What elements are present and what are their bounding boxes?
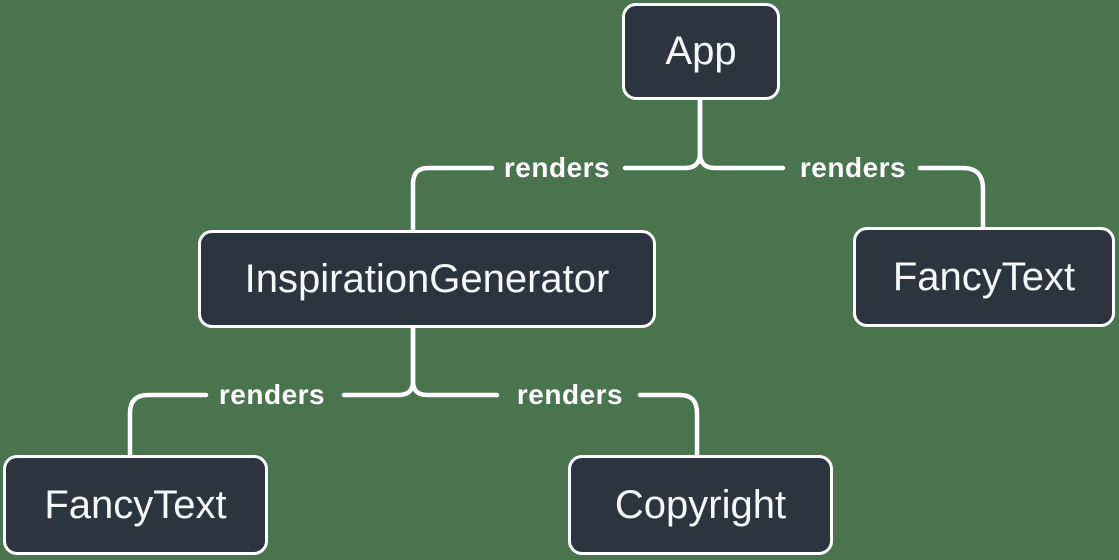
edge-label-app-fancy-text: renders <box>799 152 907 183</box>
node-inspiration-generator-label: InspirationGenerator <box>244 256 610 301</box>
edge-label-inspiration-generator-copyright: renders <box>516 379 624 410</box>
edge-inspiration-generator-to-fancy-text-left-segment <box>127 392 209 460</box>
node-copyright: Copyright <box>568 455 833 555</box>
node-app: App <box>622 3 780 100</box>
edge-label-inspiration-generator-fancy-text: renders <box>218 379 326 410</box>
edge-inspiration-generator-to-copyright-right-segment <box>637 392 700 460</box>
node-copyright-label: Copyright <box>614 482 787 527</box>
edge-app-to-inspiration-generator-left-segment <box>410 165 495 234</box>
node-inspiration-generator: InspirationGenerator <box>198 230 656 328</box>
node-fancy-text-top: FancyText <box>853 227 1115 327</box>
node-fancy-text-bottom-label: FancyText <box>44 482 227 527</box>
edge-app-to-fancy-text-left-segment <box>697 97 786 171</box>
edge-label-app-inspiration-generator: renders <box>503 152 611 183</box>
edge-app-to-fancy-text-right-segment <box>917 165 986 232</box>
node-fancy-text-bottom: FancyText <box>3 455 268 555</box>
edge-inspiration-generator-to-copyright-left-segment <box>410 324 500 398</box>
node-app-label: App <box>665 29 737 73</box>
node-fancy-text-top-label: FancyText <box>892 254 1076 299</box>
edge-app-to-inspiration-generator-right-segment <box>622 97 703 171</box>
edge-inspiration-generator-to-fancy-text-right-segment <box>341 324 416 398</box>
